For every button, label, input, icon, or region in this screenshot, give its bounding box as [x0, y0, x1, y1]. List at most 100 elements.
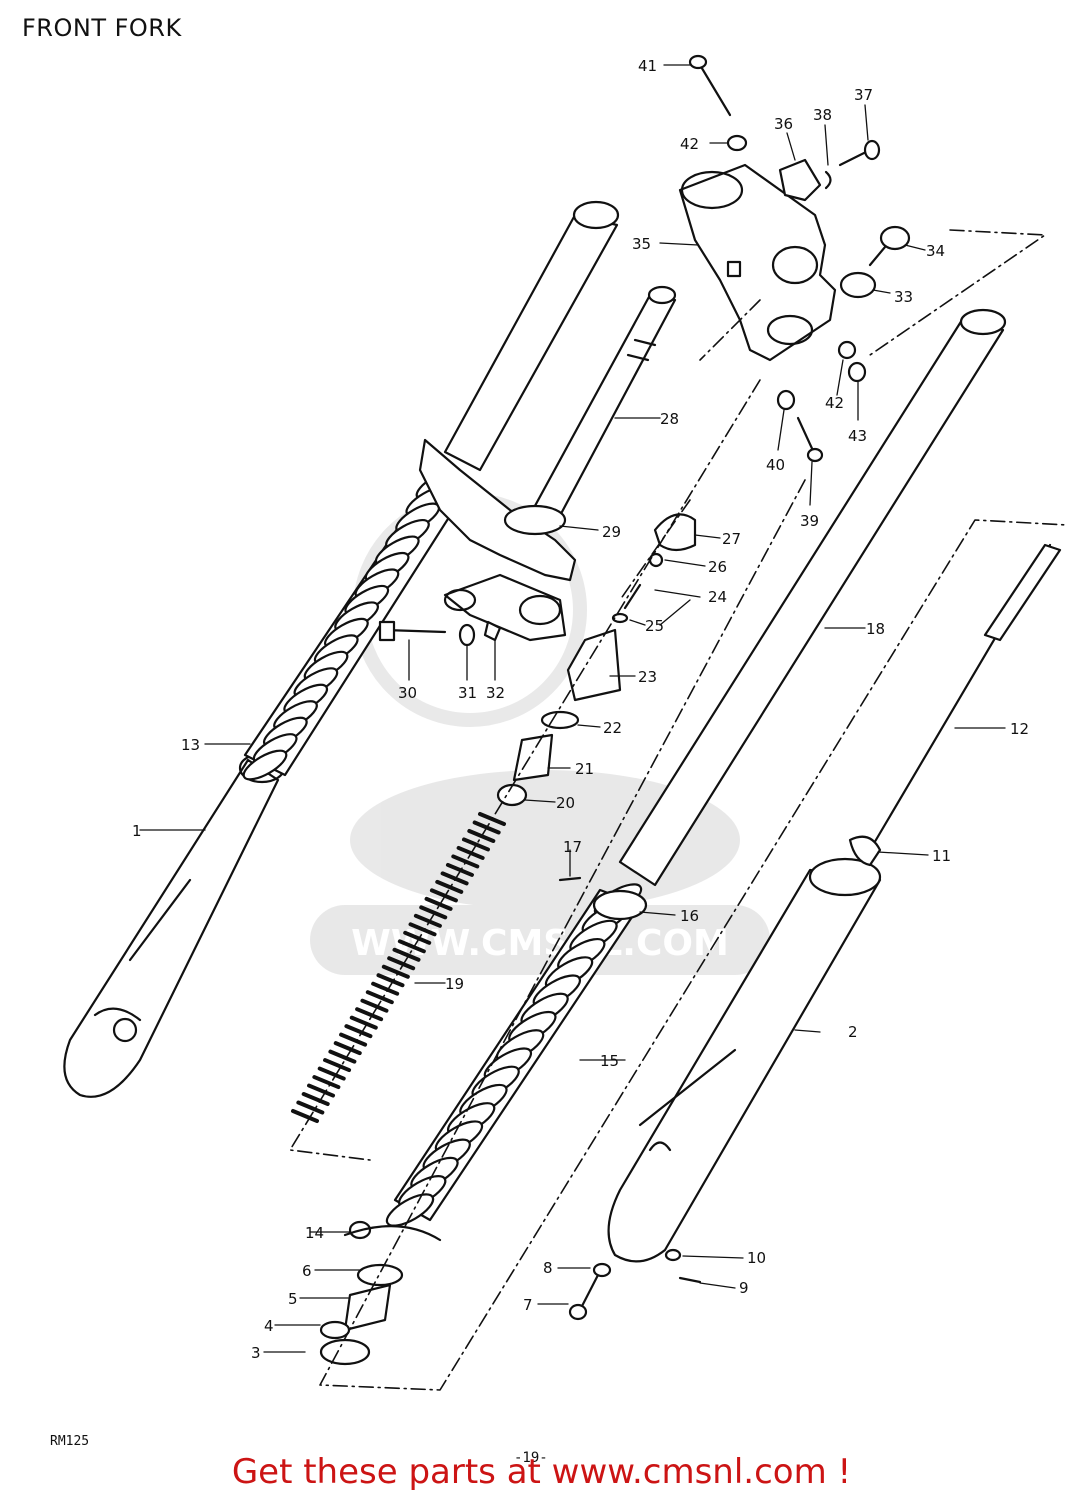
callout-36: 36	[774, 115, 793, 133]
callout-28: 28	[660, 410, 679, 428]
washer-40	[776, 389, 796, 411]
assembly-lines	[289, 229, 1069, 1391]
spring-coil	[440, 871, 469, 886]
spring-coil	[392, 947, 421, 962]
callout-30: 30	[398, 684, 417, 702]
spring-coil	[381, 964, 410, 979]
callout-27: 27	[722, 530, 741, 548]
spring-coil	[355, 1007, 384, 1022]
spring-coil	[339, 1032, 368, 1047]
watermark-brand: CMS	[432, 780, 657, 887]
fork-spring-19	[291, 812, 506, 1123]
boot-ring	[385, 1193, 435, 1227]
washer-8	[592, 1262, 612, 1278]
callout-15: 15	[600, 1052, 619, 1070]
callout-31: 31	[458, 684, 477, 702]
callout-40: 40	[766, 456, 785, 474]
callout-20: 20	[556, 794, 575, 812]
callout-12: 12	[1010, 720, 1029, 738]
spring-coil	[413, 913, 442, 928]
washer-42-lower	[837, 340, 857, 360]
callout-19: 19	[445, 975, 464, 993]
callout-18: 18	[866, 620, 885, 638]
spring-coil	[397, 939, 426, 954]
bolt-7	[578, 1273, 600, 1312]
boot-ring	[242, 749, 288, 781]
spring-coil	[307, 1083, 336, 1098]
cap-27	[653, 513, 697, 552]
top-bracket	[678, 163, 837, 362]
callout-35: 35	[632, 235, 651, 253]
callout-24: 24	[708, 588, 727, 606]
callout-16: 16	[680, 907, 699, 925]
callout-39: 39	[800, 512, 819, 530]
footer-parts-link[interactable]: Get these parts at www.cmsnl.com !	[231, 1452, 852, 1492]
washer-42-top	[726, 134, 748, 152]
spring-coil	[387, 956, 416, 971]
spring-coil	[328, 1049, 357, 1064]
callout-10: 10	[747, 1249, 766, 1267]
spring-coil	[461, 837, 490, 852]
spring-coil	[365, 990, 394, 1005]
callout-37: 37	[854, 86, 873, 104]
part-11	[848, 835, 882, 867]
callout-4: 4	[264, 1317, 274, 1335]
page-title: FRONT FORK	[22, 14, 182, 42]
callout-34: 34	[926, 242, 945, 260]
oring-22	[540, 710, 580, 730]
callout-9: 9	[739, 1279, 749, 1297]
washer-31	[458, 623, 476, 647]
lower-bracket	[418, 438, 577, 642]
spring-coil	[296, 1100, 325, 1115]
clamp-36	[778, 158, 822, 202]
washer-33	[839, 271, 877, 299]
spring-coil	[451, 854, 480, 869]
callout-17: 17	[563, 838, 582, 856]
seal-3	[319, 1338, 371, 1366]
callout-8: 8	[543, 1259, 553, 1277]
spring-coil	[371, 981, 400, 996]
screw-17	[558, 876, 582, 882]
spring-coil	[333, 1041, 362, 1056]
clamp-16	[592, 889, 648, 921]
nut-43	[847, 361, 867, 383]
left-fork-boot	[242, 469, 462, 781]
callout-21: 21	[575, 760, 594, 778]
model-code: RM125	[50, 1434, 90, 1449]
screw-9	[678, 1276, 702, 1284]
callout-25: 25	[645, 617, 664, 635]
spring-coil	[435, 879, 464, 894]
bolt-30-head	[378, 620, 396, 642]
spring-coil	[291, 1109, 319, 1123]
callout-13: 13	[181, 736, 200, 754]
part-26	[648, 552, 664, 568]
spring-washer-38	[824, 170, 832, 190]
callout-38: 38	[813, 106, 832, 124]
screw-24	[623, 583, 642, 610]
leader-lines	[139, 64, 1006, 1353]
clip-4	[319, 1320, 351, 1340]
spring-coil	[344, 1024, 373, 1039]
spring-coil	[349, 1015, 378, 1030]
callout-42-lower: 42	[825, 394, 844, 412]
spring-coil	[360, 998, 389, 1013]
bolt-34-head	[879, 225, 911, 251]
bolt-41	[698, 63, 732, 117]
callout-29: 29	[602, 523, 621, 541]
spring-coil	[312, 1075, 341, 1090]
callout-7: 7	[523, 1296, 533, 1314]
callout-11: 11	[932, 847, 951, 865]
right-outer-tube	[607, 857, 882, 1263]
callout-26: 26	[708, 558, 727, 576]
spring-coil	[445, 862, 474, 877]
left-boot-rings	[242, 469, 461, 781]
page-number: -19-	[514, 1450, 548, 1466]
callout-41: 41	[638, 57, 657, 75]
callout-32: 32	[486, 684, 505, 702]
callout-23: 23	[638, 668, 657, 686]
spring-coil	[419, 905, 448, 920]
washer-25	[611, 612, 629, 624]
bolt-41-head	[688, 54, 708, 70]
callout-2: 2	[848, 1023, 858, 1041]
